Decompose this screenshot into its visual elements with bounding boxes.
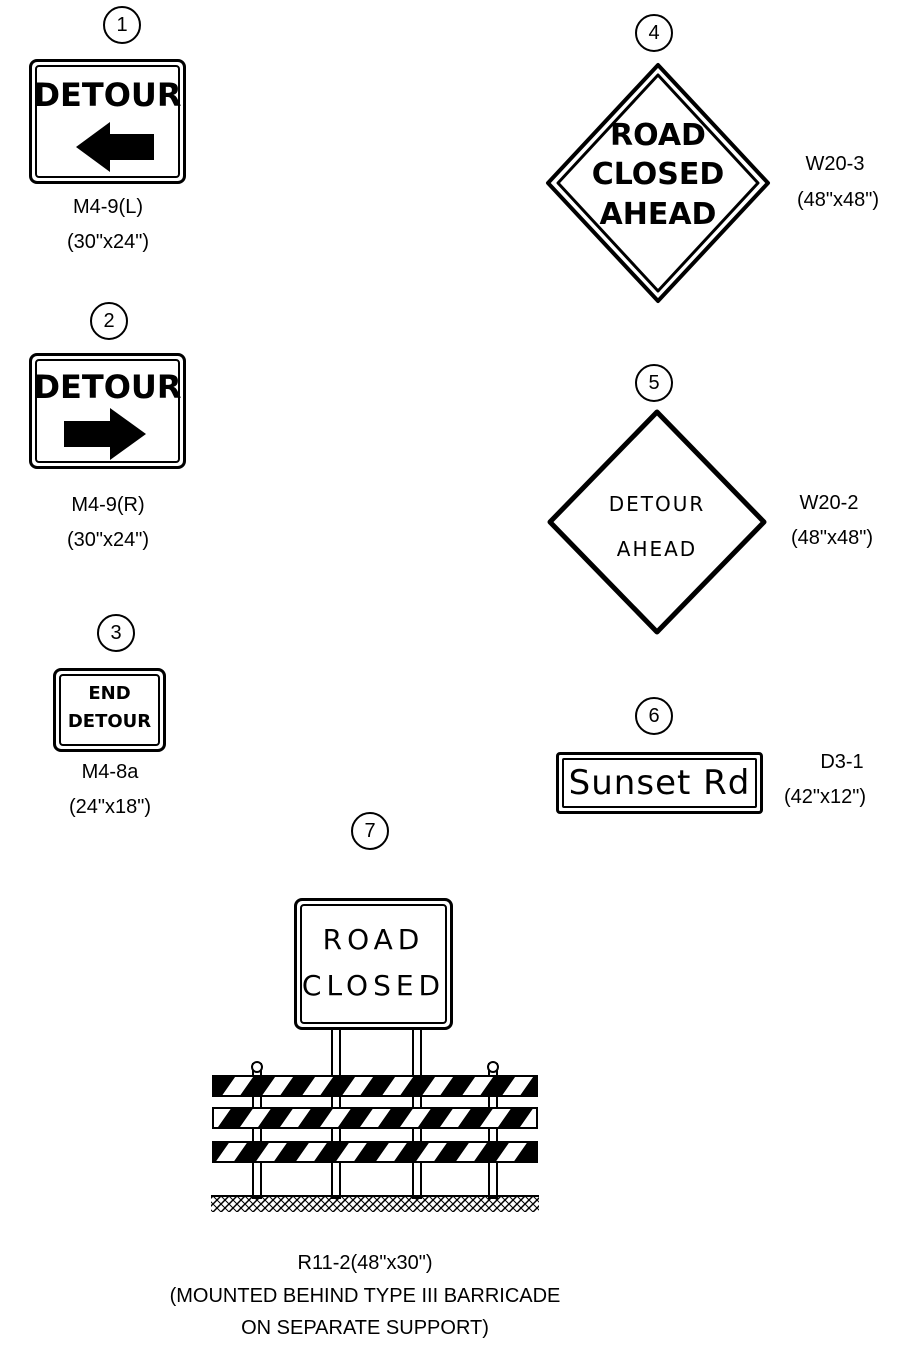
sign-legend-line3: AHEAD xyxy=(599,197,717,232)
sign-legend-line1: END xyxy=(88,683,131,704)
callout-7: 7 xyxy=(351,812,389,850)
sign-legend: Sunset Rd xyxy=(568,763,751,803)
callout-2: 2 xyxy=(90,302,128,340)
caption-line3: ON SEPARATE SUPPORT) xyxy=(241,1317,489,1339)
sign-size: (48"x48") xyxy=(790,527,873,549)
sign-legend-line2: CLOSED xyxy=(591,157,725,192)
sign-code: M4-9(L) xyxy=(72,196,143,218)
sign-code: M4-8a xyxy=(81,761,139,783)
sign-legend: DETOUR xyxy=(33,76,182,114)
callout-1: 1 xyxy=(103,6,141,44)
sign-code: D3-1 xyxy=(820,751,864,773)
detour-right-sign: DETOUR xyxy=(29,353,186,469)
sign-legend-line1: ROAD xyxy=(610,118,706,153)
sign-legend-line2: DETOUR xyxy=(67,711,152,732)
callout-5: 5 xyxy=(635,364,673,402)
caption-line1: R11-2(48"x30") xyxy=(297,1252,433,1274)
road-closed-ahead-diamond xyxy=(546,63,770,303)
sign-legend: DETOUR xyxy=(33,368,182,406)
sign-size: (48"x48") xyxy=(796,189,879,211)
sign-legend-line1: ROAD xyxy=(322,923,425,956)
sign-legend-line2: AHEAD xyxy=(616,537,698,561)
barricade-illustration xyxy=(211,987,539,1212)
right-arrow-icon xyxy=(64,408,146,460)
sign-size: (30"x24") xyxy=(66,529,149,551)
sign-size: (24"x18") xyxy=(68,796,151,818)
sign-code: M4-9(R) xyxy=(71,494,145,516)
detour-ahead-diamond xyxy=(547,409,767,635)
sign-size: (30"x24") xyxy=(66,231,149,253)
sign-code: W20-2 xyxy=(799,492,859,514)
caption-line2: (MOUNTED BEHIND TYPE III BARRICADE xyxy=(169,1285,561,1307)
callout-6: 6 xyxy=(635,697,673,735)
sign-code: W20-3 xyxy=(805,153,865,175)
street-name-sign: Sunset Rd xyxy=(556,752,763,814)
left-arrow-icon xyxy=(76,122,154,172)
detour-left-sign: DETOUR xyxy=(29,59,186,184)
sign-legend-line2: CLOSED xyxy=(301,969,446,1002)
end-detour-sign: END DETOUR xyxy=(53,668,166,752)
road-closed-sign: ROAD CLOSED xyxy=(294,898,453,1030)
callout-3: 3 xyxy=(97,614,135,652)
callout-4: 4 xyxy=(635,14,673,52)
sign-legend-line1: DETOUR xyxy=(608,492,706,516)
sign-size: (42"x12") xyxy=(784,786,867,808)
